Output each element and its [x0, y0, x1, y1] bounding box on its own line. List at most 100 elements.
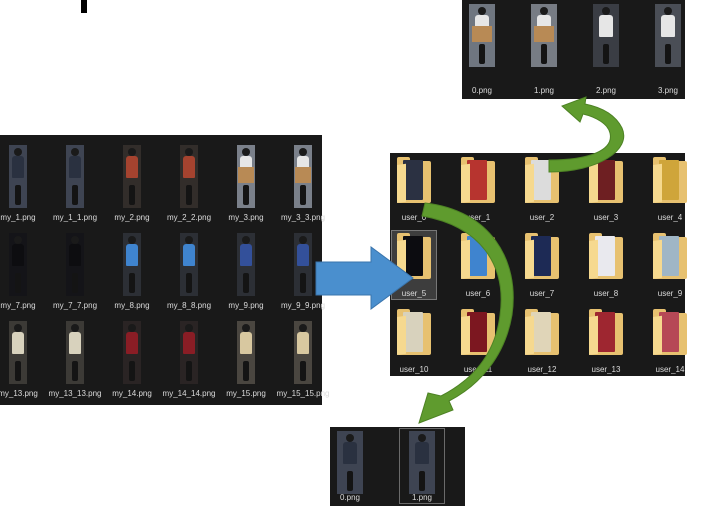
file-item[interactable]: my_1_1.png — [53, 143, 97, 223]
folder-name-label: user_7 — [529, 289, 555, 298]
folder-icon — [589, 157, 623, 203]
file-item[interactable]: 3.png — [651, 2, 685, 96]
folder-icon — [653, 309, 687, 355]
folder-item[interactable]: user_1 — [456, 155, 500, 223]
file-item[interactable]: my_2_2.png — [167, 143, 211, 223]
folder-icon — [525, 309, 559, 355]
folder-item[interactable]: user_12 — [520, 307, 564, 375]
folder-item[interactable]: user_9 — [648, 231, 692, 299]
source-images-panel: my_1.png my_1_1.png my_2.png my_2_2.png my_3… — [0, 135, 329, 405]
file-name-label: my_1_1.png — [52, 213, 98, 222]
file-item[interactable]: my_14_14.png — [163, 319, 215, 399]
file-item[interactable]: my_14.png — [112, 319, 152, 399]
folder-item[interactable]: user_2 — [520, 155, 564, 223]
file-name-label: my_2.png — [114, 213, 150, 222]
file-item[interactable]: my_8_8.png — [167, 231, 211, 311]
folder-name-label: user_9 — [657, 289, 683, 298]
image-thumbnail — [237, 233, 255, 296]
folder-name-label: user_10 — [399, 365, 429, 374]
file-item[interactable]: my_7_7.png — [53, 231, 97, 311]
folder-item[interactable]: user_10 — [392, 307, 436, 375]
file-name-label: 3.png — [657, 86, 679, 95]
file-name-label: 2.png — [595, 86, 617, 95]
folder-icon — [653, 233, 687, 279]
image-thumbnail — [180, 233, 198, 296]
file-name-label: 0.png — [471, 86, 493, 95]
folder-name-label: user_6 — [465, 289, 491, 298]
file-name-label: my_7_7.png — [52, 301, 98, 310]
folder-item[interactable]: user_4 — [648, 155, 692, 223]
file-name-label: my_3.png — [228, 213, 264, 222]
folder-item[interactable]: user_6 — [456, 231, 500, 299]
image-thumbnail — [9, 233, 27, 296]
folder-icon — [397, 309, 431, 355]
file-item[interactable]: 1.png — [527, 2, 561, 96]
folder-item[interactable]: user_11 — [456, 307, 500, 375]
image-thumbnail — [9, 321, 27, 384]
file-item[interactable]: 0.png — [465, 2, 499, 96]
folder-name-label: user_2 — [529, 213, 555, 222]
folder-item[interactable]: user_8 — [584, 231, 628, 299]
file-item[interactable]: my_13_13.png — [49, 319, 101, 399]
user-folder-contents-panel-top: 0.png 1.png 2.png 3.png — [462, 0, 685, 99]
image-thumbnail — [237, 321, 255, 384]
image-thumbnail — [123, 321, 141, 384]
cursor-marker — [81, 0, 87, 13]
folder-item[interactable]: user_5 — [391, 230, 437, 300]
folder-icon — [461, 309, 495, 355]
file-name-label: my_13_13.png — [48, 389, 102, 398]
file-name-label: my_1.png — [0, 213, 36, 222]
folder-name-label: user_14 — [655, 365, 685, 374]
user-folder-contents-panel-bottom: 0.png 1.png — [330, 427, 465, 506]
file-item[interactable]: 2.png — [589, 2, 623, 96]
file-name-label: my_8_8.png — [166, 301, 212, 310]
file-item[interactable]: my_13.png — [0, 319, 38, 399]
file-item[interactable]: my_15.png — [226, 319, 266, 399]
folder-name-label: user_8 — [593, 289, 619, 298]
file-name-label: my_9_9.png — [280, 301, 326, 310]
image-thumbnail — [593, 4, 619, 67]
file-item[interactable]: my_2.png — [114, 143, 150, 223]
file-name-label: my_2_2.png — [166, 213, 212, 222]
file-item[interactable]: my_3.png — [228, 143, 264, 223]
file-item[interactable]: my_15_15.png — [277, 319, 329, 399]
folder-name-label: user_5 — [401, 289, 427, 298]
file-name-label: 1.png — [411, 493, 433, 502]
folder-name-label: user_4 — [657, 213, 683, 222]
folder-item[interactable]: user_3 — [584, 155, 628, 223]
file-name-label: my_9.png — [228, 301, 264, 310]
folder-item[interactable]: user_14 — [648, 307, 692, 375]
folder-item[interactable]: user_7 — [520, 231, 564, 299]
image-thumbnail — [294, 321, 312, 384]
folder-name-label: user_3 — [593, 213, 619, 222]
folder-item[interactable]: user_0 — [392, 155, 436, 223]
file-name-label: my_3_3.png — [280, 213, 326, 222]
folder-icon — [525, 157, 559, 203]
file-name-label: my_8.png — [114, 301, 150, 310]
file-item[interactable]: 1.png — [399, 428, 445, 504]
image-thumbnail — [409, 431, 435, 494]
image-thumbnail — [66, 321, 84, 384]
file-item[interactable]: my_9.png — [228, 231, 264, 311]
file-item[interactable]: my_8.png — [114, 231, 150, 311]
folder-icon — [461, 233, 495, 279]
folder-item[interactable]: user_13 — [584, 307, 628, 375]
file-item[interactable]: my_9_9.png — [281, 231, 325, 311]
folder-name-label: user_12 — [527, 365, 557, 374]
image-thumbnail — [294, 145, 312, 208]
folder-icon — [525, 233, 559, 279]
image-thumbnail — [294, 233, 312, 296]
image-thumbnail — [123, 145, 141, 208]
file-item[interactable]: 0.png — [333, 429, 367, 503]
file-name-label: my_15.png — [226, 389, 266, 398]
folder-icon — [589, 233, 623, 279]
file-name-label: my_14_14.png — [162, 389, 216, 398]
image-thumbnail — [531, 4, 557, 67]
file-item[interactable]: my_3_3.png — [281, 143, 325, 223]
folder-name-label: user_13 — [591, 365, 621, 374]
image-thumbnail — [66, 233, 84, 296]
file-item[interactable]: my_1.png — [0, 143, 36, 223]
image-thumbnail — [469, 4, 495, 67]
file-item[interactable]: my_7.png — [0, 231, 36, 311]
